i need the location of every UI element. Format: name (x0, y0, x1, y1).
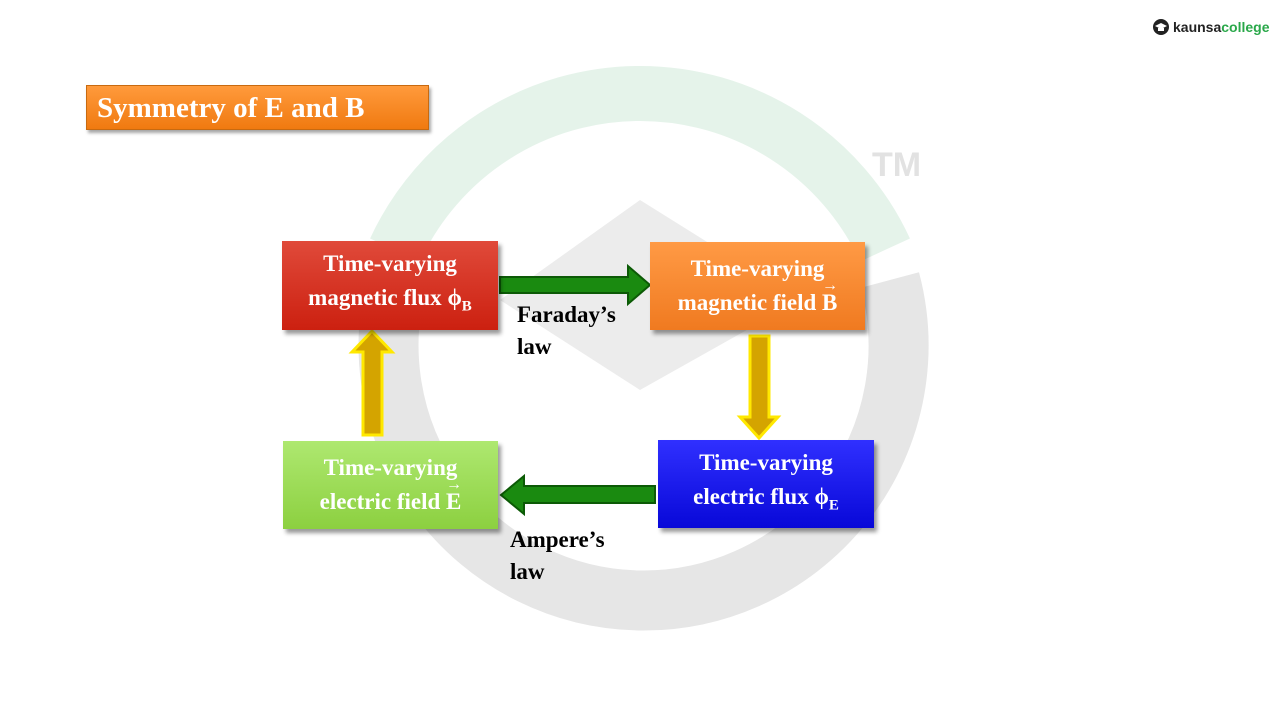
label-line1: Faraday’s (517, 302, 616, 327)
box-line1: Time-varying (690, 256, 825, 281)
logo-text-left: kaunsa (1173, 19, 1222, 35)
ampere-arrow-left (499, 473, 656, 517)
faraday-label: Faraday’s law (517, 299, 616, 363)
phi-symbol: ϕ (814, 483, 829, 509)
label-line2: law (517, 334, 552, 359)
box-line1: Time-varying (699, 449, 833, 475)
label-line2: law (510, 559, 545, 584)
faraday-arrow-right (499, 263, 652, 307)
logo-text-right: college (1221, 19, 1270, 35)
slide-title: Symmetry of E and B (86, 85, 429, 130)
arrow-up-yellow (348, 328, 396, 437)
box-magnetic-flux: Time-varying magnetic flux ϕB (282, 241, 498, 330)
subscript: E (828, 497, 839, 514)
box-electric-field: Time-varying electric field E (283, 441, 498, 529)
vector-symbol: B (822, 269, 838, 320)
subscript: B (461, 298, 472, 315)
box-line2: electric field (319, 489, 447, 514)
box-electric-flux: Time-varying electric flux ϕE (658, 440, 874, 528)
box-line2: magnetic flux (308, 285, 448, 311)
label-line1: Ampere’s (510, 527, 605, 552)
box-line2: magnetic field (677, 290, 822, 315)
vector-symbol: E (446, 468, 462, 519)
graduation-cap-icon (1153, 19, 1169, 35)
phi-symbol: ϕ (447, 285, 462, 311)
box-magnetic-field: Time-varying magnetic field B (650, 242, 865, 330)
ampere-label: Ampere’s law (510, 524, 605, 588)
box-line2: electric flux (693, 483, 815, 509)
box-line1: Time-varying (323, 251, 457, 277)
arrow-down-yellow (736, 334, 782, 441)
trademark-mark: TM (872, 146, 921, 184)
box-line1: Time-varying (323, 455, 458, 480)
